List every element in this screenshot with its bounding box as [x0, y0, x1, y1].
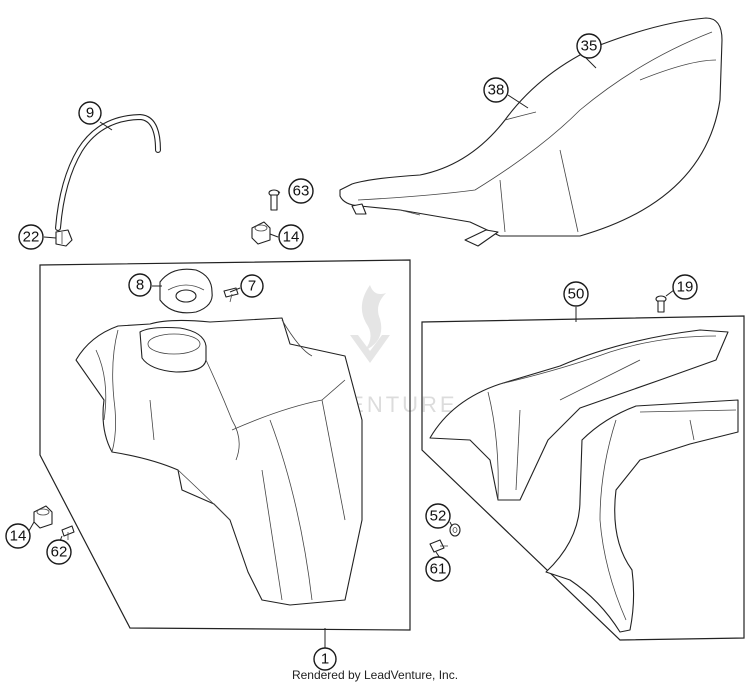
- callout-62: 62: [46, 539, 72, 565]
- fuel-cap: [159, 268, 213, 314]
- callout-7: 7: [240, 274, 264, 298]
- washer-52: [449, 523, 461, 537]
- callout-19: 19: [672, 274, 698, 300]
- callout-61: 61: [425, 556, 451, 582]
- callout-50: 50: [563, 281, 589, 307]
- callout-22-label: 22: [23, 229, 40, 246]
- callout-7-label: 7: [248, 278, 256, 295]
- tank-group-frame: [39, 259, 411, 631]
- callout-35-label: 35: [581, 38, 598, 55]
- callout-61-label: 61: [430, 561, 447, 578]
- bushing-14-left: [33, 505, 53, 529]
- callout-14-left: 14: [5, 523, 31, 549]
- callout-14-left-label: 14: [10, 528, 27, 545]
- callout-1: 1: [313, 647, 337, 671]
- callout-22: 22: [18, 224, 44, 250]
- callout-9-label: 9: [86, 105, 94, 122]
- callout-9: 9: [78, 101, 102, 125]
- callout-38: 38: [483, 77, 509, 103]
- callout-62-label: 62: [51, 544, 68, 561]
- callout-52-label: 52: [430, 508, 447, 525]
- callout-63: 63: [288, 178, 314, 204]
- callout-8: 8: [128, 273, 152, 297]
- vent-hose: [55, 113, 161, 231]
- footer-credit: Rendered by LeadVenture, Inc.: [291, 668, 459, 682]
- screw-62: [61, 525, 75, 540]
- screw-61: [429, 539, 448, 553]
- screw-19: [655, 295, 667, 313]
- shroud-group-frame: [421, 315, 745, 641]
- callout-52: 52: [425, 503, 451, 529]
- right-shroud: [545, 399, 739, 633]
- callout-35: 35: [576, 33, 602, 59]
- callout-19-label: 19: [677, 279, 694, 296]
- callout-8-label: 8: [136, 277, 144, 294]
- callout-14-top-label: 14: [283, 229, 300, 246]
- screw-63: [268, 189, 280, 211]
- callout-38-label: 38: [488, 82, 505, 99]
- callout-50-label: 50: [568, 286, 585, 303]
- bushing-14-top: [251, 221, 271, 245]
- callout-1-label: 1: [321, 651, 329, 668]
- fuel-tank: [75, 317, 363, 606]
- hose-elbow: [55, 229, 73, 247]
- callout-14-top: 14: [278, 224, 304, 250]
- callout-63-label: 63: [293, 183, 310, 200]
- seat: [339, 17, 723, 247]
- left-shroud: [429, 329, 729, 501]
